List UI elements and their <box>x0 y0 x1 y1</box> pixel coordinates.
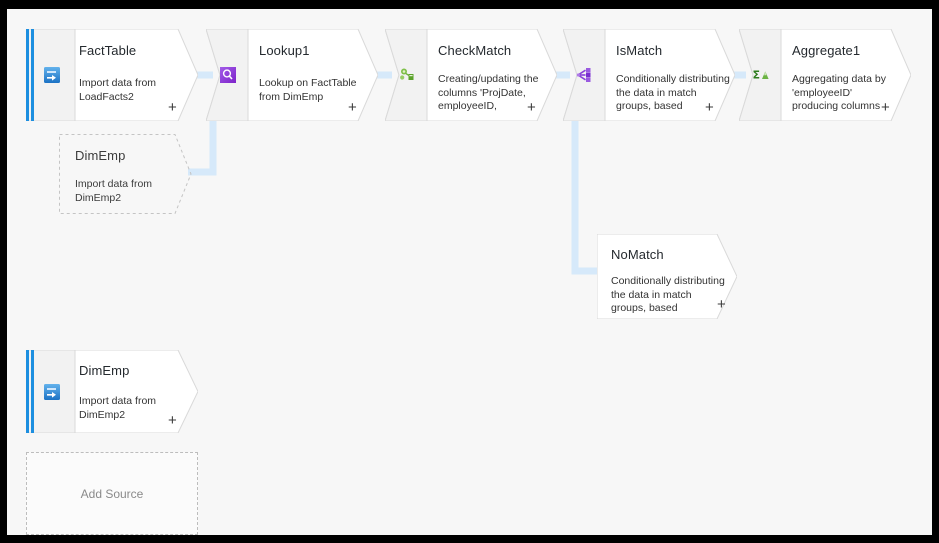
node-shape <box>26 29 198 121</box>
node-checkmatch[interactable]: CheckMatch Creating/updating the columns… <box>385 29 557 121</box>
node-nomatch[interactable]: NoMatch Conditionally distributing the d… <box>597 234 737 319</box>
node-description: Import data from LoadFacts2 <box>79 77 157 103</box>
node-title: FactTable <box>79 43 137 58</box>
aggregate-sigma-icon: Σ <box>752 66 770 84</box>
connector-ismatch-nomatch <box>571 109 597 275</box>
node-description: Conditionally distributing the data in m… <box>616 73 730 112</box>
conditional-split-icon <box>576 66 594 84</box>
add-source-label: Add Source <box>80 486 144 501</box>
add-node-button[interactable]: + <box>527 99 536 116</box>
node-description: Aggregating data by 'employeeID' produci… <box>792 73 886 112</box>
add-node-button[interactable]: + <box>168 99 177 116</box>
node-description: Import data from DimEmp2 <box>79 395 157 421</box>
add-node-button[interactable]: + <box>717 296 726 313</box>
node-lookup1[interactable]: Lookup1 Lookup on FactTable from DimEmp … <box>206 29 378 121</box>
node-title: Lookup1 <box>259 43 310 58</box>
add-node-button[interactable]: + <box>168 412 177 429</box>
node-title: IsMatch <box>616 43 663 58</box>
node-dimemp-reference[interactable]: DimEmp Import data from DimEmp2 <box>59 134 192 214</box>
source-stripe-inner <box>31 29 34 121</box>
add-node-button[interactable]: + <box>881 99 890 116</box>
node-title: DimEmp <box>75 148 126 163</box>
node-title: Aggregate1 <box>792 43 861 58</box>
node-description: Conditionally distributing the data in m… <box>611 275 725 314</box>
node-shape <box>597 234 737 319</box>
node-description: Lookup on FactTable from DimEmp <box>259 77 357 103</box>
node-description: Import data from DimEmp2 <box>75 178 153 204</box>
add-node-button[interactable]: + <box>348 99 357 116</box>
source-stripe-outer <box>26 350 29 433</box>
node-shape <box>739 29 911 121</box>
import-source-icon <box>43 383 61 401</box>
node-title: CheckMatch <box>438 43 512 58</box>
derived-column-icon <box>398 66 416 84</box>
node-facttable[interactable]: FactTable Import data from LoadFacts2 + <box>26 29 198 121</box>
node-ismatch[interactable]: IsMatch Conditionally distributing the d… <box>563 29 735 121</box>
import-source-icon <box>43 66 61 84</box>
node-dimemp-source[interactable]: DimEmp Import data from DimEmp2 + <box>26 350 198 433</box>
source-stripe-outer <box>26 29 29 121</box>
add-node-button[interactable]: + <box>705 99 714 116</box>
svg-text:Σ: Σ <box>753 69 761 82</box>
node-shape <box>59 134 192 214</box>
node-title: DimEmp <box>79 363 130 378</box>
lookup-magnifier-icon <box>219 66 237 84</box>
node-description: Creating/updating the columns 'ProjDate,… <box>438 73 539 112</box>
add-source-button[interactable]: Add Source <box>26 452 198 535</box>
node-aggregate1[interactable]: Σ Aggregate1 Aggregating data by 'employ… <box>739 29 911 121</box>
node-shape <box>385 29 557 121</box>
source-stripe-inner <box>31 350 34 433</box>
node-title: NoMatch <box>611 247 664 262</box>
data-flow-canvas[interactable]: FactTable Import data from LoadFacts2 + <box>7 9 932 535</box>
